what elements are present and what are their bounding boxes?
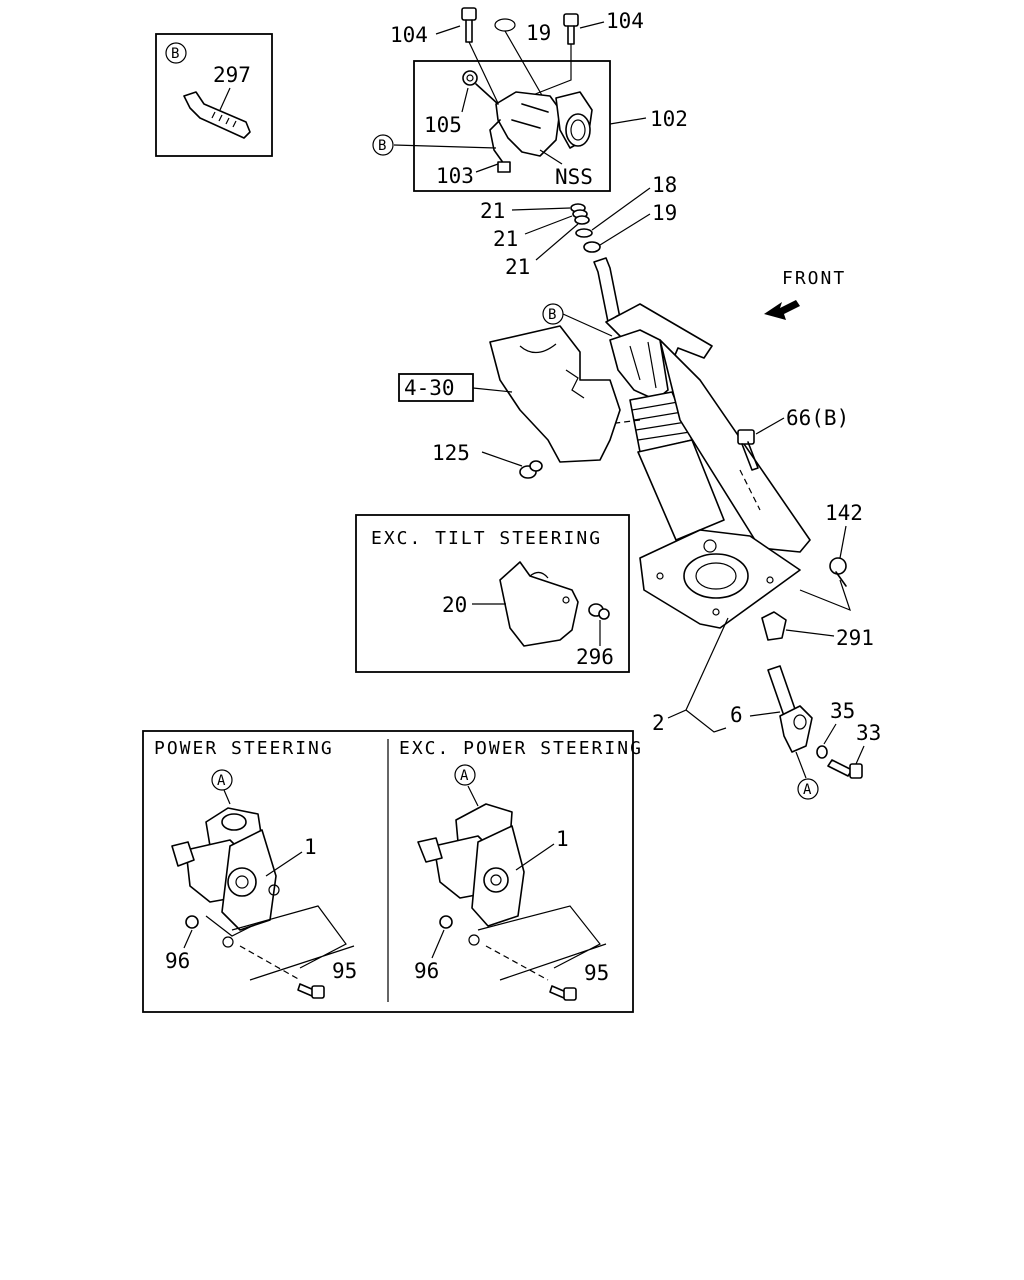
label-20: 20 <box>442 593 467 617</box>
clip-125 <box>519 460 543 479</box>
nut-96-power <box>185 915 199 929</box>
callout-b-inset: B <box>171 46 179 62</box>
front-arrow-icon <box>764 300 800 320</box>
washer-stack <box>570 203 601 253</box>
label-1-power: 1 <box>304 835 317 859</box>
washer-19 <box>583 241 601 253</box>
label-104-left: 104 <box>390 23 428 47</box>
label-4-30: 4-30 <box>404 376 455 400</box>
label-296: 296 <box>576 645 614 669</box>
clip-296 <box>588 603 610 620</box>
cable-clip-297-part <box>183 91 251 139</box>
label-125: 125 <box>432 441 470 465</box>
label-35: 35 <box>830 699 855 723</box>
bolt-33 <box>827 759 863 779</box>
callout-a-exc-power: A <box>460 768 469 784</box>
label-103: 103 <box>436 164 474 188</box>
intermediate-shaft-6 <box>767 665 813 753</box>
power-steering-caption: POWER STEERING <box>154 738 334 759</box>
o-ring-19-top <box>494 18 516 32</box>
label-66b: 66(B) <box>786 406 849 430</box>
exc-tilt-caption: EXC. TILT STEERING <box>371 528 602 549</box>
bolt-104-left <box>461 7 477 43</box>
label-96-exc-power: 96 <box>414 959 439 983</box>
switch-assembly-box: 104 19 104 105 102 B 103 NS <box>372 7 688 192</box>
ref-4-30-box <box>398 373 474 402</box>
label-95-exc-power: 95 <box>584 961 609 985</box>
bolt-95-power <box>297 983 325 999</box>
washer-35 <box>816 745 828 759</box>
label-18: 18 <box>652 173 677 197</box>
column-cover-part <box>489 325 621 463</box>
label-105: 105 <box>424 113 462 137</box>
bolt-66b <box>737 429 759 471</box>
label-297: 297 <box>213 63 251 87</box>
callout-a-power: A <box>217 773 226 789</box>
bolt-95-exc-power <box>549 985 577 1001</box>
callout-b-main: B <box>378 138 386 154</box>
inset-b-box: B 297 <box>155 33 273 157</box>
label-95-power: 95 <box>332 959 357 983</box>
switch-body-part <box>489 91 593 173</box>
exc-tilt-steering-box: EXC. TILT STEERING 20 296 <box>355 514 630 673</box>
bolt-104-right <box>563 13 579 45</box>
screw-105 <box>462 70 499 105</box>
label-291: 291 <box>836 626 874 650</box>
front-label: FRONT <box>782 268 846 289</box>
label-104-right: 104 <box>606 9 644 33</box>
label-19-top: 19 <box>526 21 551 45</box>
clip-291 <box>761 611 787 641</box>
nut-96-exc-power <box>439 915 453 929</box>
label-102: 102 <box>650 107 688 131</box>
label-21-a: 21 <box>480 199 505 223</box>
label-19-mid: 19 <box>652 201 677 225</box>
washer-18 <box>575 228 593 238</box>
steering-column-part <box>559 257 811 629</box>
steering-gear-box: POWER STEERING EXC. POWER STEERING A 1 9… <box>142 730 643 1013</box>
screw-142 <box>829 557 847 587</box>
label-142: 142 <box>825 501 863 525</box>
label-2: 2 <box>652 711 665 735</box>
label-21-c: 21 <box>505 255 530 279</box>
label-nss: NSS <box>555 165 593 189</box>
cover-20-part <box>499 561 579 647</box>
exc-power-steering-caption: EXC. POWER STEERING <box>399 738 643 759</box>
callout-a-joint: A <box>803 782 812 798</box>
callout-b-column: B <box>548 307 556 323</box>
manual-steering-gear-part <box>417 803 525 946</box>
label-21-b: 21 <box>493 227 518 251</box>
label-33: 33 <box>856 721 881 745</box>
label-1-exc-power: 1 <box>556 827 569 851</box>
label-6: 6 <box>730 703 743 727</box>
power-steering-gear-part <box>171 807 280 948</box>
label-96-power: 96 <box>165 949 190 973</box>
